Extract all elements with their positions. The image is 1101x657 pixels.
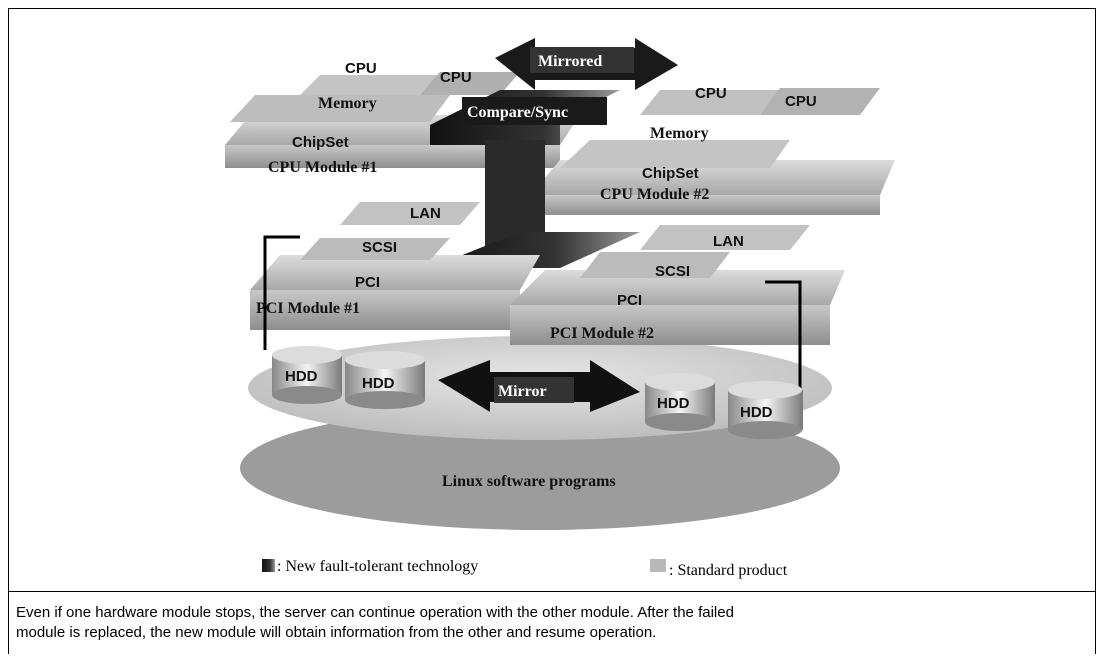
- hdd-left-1: [272, 346, 342, 404]
- chipset-2-label: ChipSet: [642, 165, 699, 182]
- legend-standard-label: : Standard product: [669, 562, 788, 579]
- cable-left: [263, 235, 300, 350]
- mirror-arrow: [438, 360, 640, 412]
- legend-standard-swatch: [650, 559, 666, 572]
- compare-sync-label: Compare/Sync: [467, 104, 568, 121]
- scsi-1-label: SCSI: [362, 239, 397, 256]
- mirror-label: Mirror: [498, 383, 547, 400]
- cpu-module-2: [530, 88, 895, 215]
- figure-caption: Even if one hardware module stops, the s…: [16, 603, 1091, 643]
- linux-label: Linux software programs: [442, 473, 616, 490]
- mirrored-label: Mirrored: [538, 53, 602, 70]
- caption-divider: [9, 591, 1095, 592]
- linux-base-disc: [240, 406, 840, 530]
- caption-line-2: module is replaced, the new module will …: [16, 624, 657, 641]
- legend-new-tech-swatch: [262, 559, 275, 572]
- hdd-left-2-label: HDD: [362, 375, 395, 392]
- caption-line-1: Even if one hardware module stops, the s…: [16, 604, 734, 621]
- pci-2-label: PCI: [617, 292, 642, 309]
- hdd-right-2-label: HDD: [740, 404, 773, 421]
- hdd-right-1: [645, 373, 715, 431]
- cpu-2b-label: CPU: [785, 93, 817, 110]
- legend: : New fault-tolerant technology : Standa…: [262, 558, 788, 579]
- cpu-1a-label: CPU: [345, 60, 377, 77]
- cpu-1b-label: CPU: [440, 69, 472, 86]
- pci-module-2-label: PCI Module #2: [550, 325, 654, 342]
- hdd-right-2: [728, 381, 803, 439]
- lan-1-label: LAN: [410, 205, 441, 222]
- cpu-chip-2a: [640, 90, 780, 115]
- pci-module-2: [510, 225, 845, 345]
- cpu-2a-label: CPU: [695, 85, 727, 102]
- chipset-1-label: ChipSet: [292, 134, 349, 151]
- cpu-chip-1a: [300, 75, 440, 95]
- pci-module-1: [250, 202, 540, 330]
- hdd-left-1-label: HDD: [285, 368, 318, 385]
- memory-2-label: Memory: [650, 125, 709, 142]
- pci-1-label: PCI: [355, 274, 380, 291]
- hdd-left-2: [345, 351, 425, 409]
- mirrored-arrow: [495, 38, 678, 90]
- cpu-module-1-label: CPU Module #1: [268, 159, 377, 176]
- scsi-2-label: SCSI: [655, 263, 690, 280]
- lan-2-label: LAN: [713, 233, 744, 250]
- cpu-chip-1b: [420, 72, 520, 95]
- memory-1-label: Memory: [318, 95, 377, 112]
- legend-new-tech-label: : New fault-tolerant technology: [277, 558, 478, 575]
- cpu-module-2-label: CPU Module #2: [600, 186, 709, 203]
- figure-frame: [8, 8, 1096, 654]
- pci-module-1-label: PCI Module #1: [256, 300, 360, 317]
- hdd-right-1-label: HDD: [657, 395, 690, 412]
- cpu-chip-2b: [760, 88, 880, 115]
